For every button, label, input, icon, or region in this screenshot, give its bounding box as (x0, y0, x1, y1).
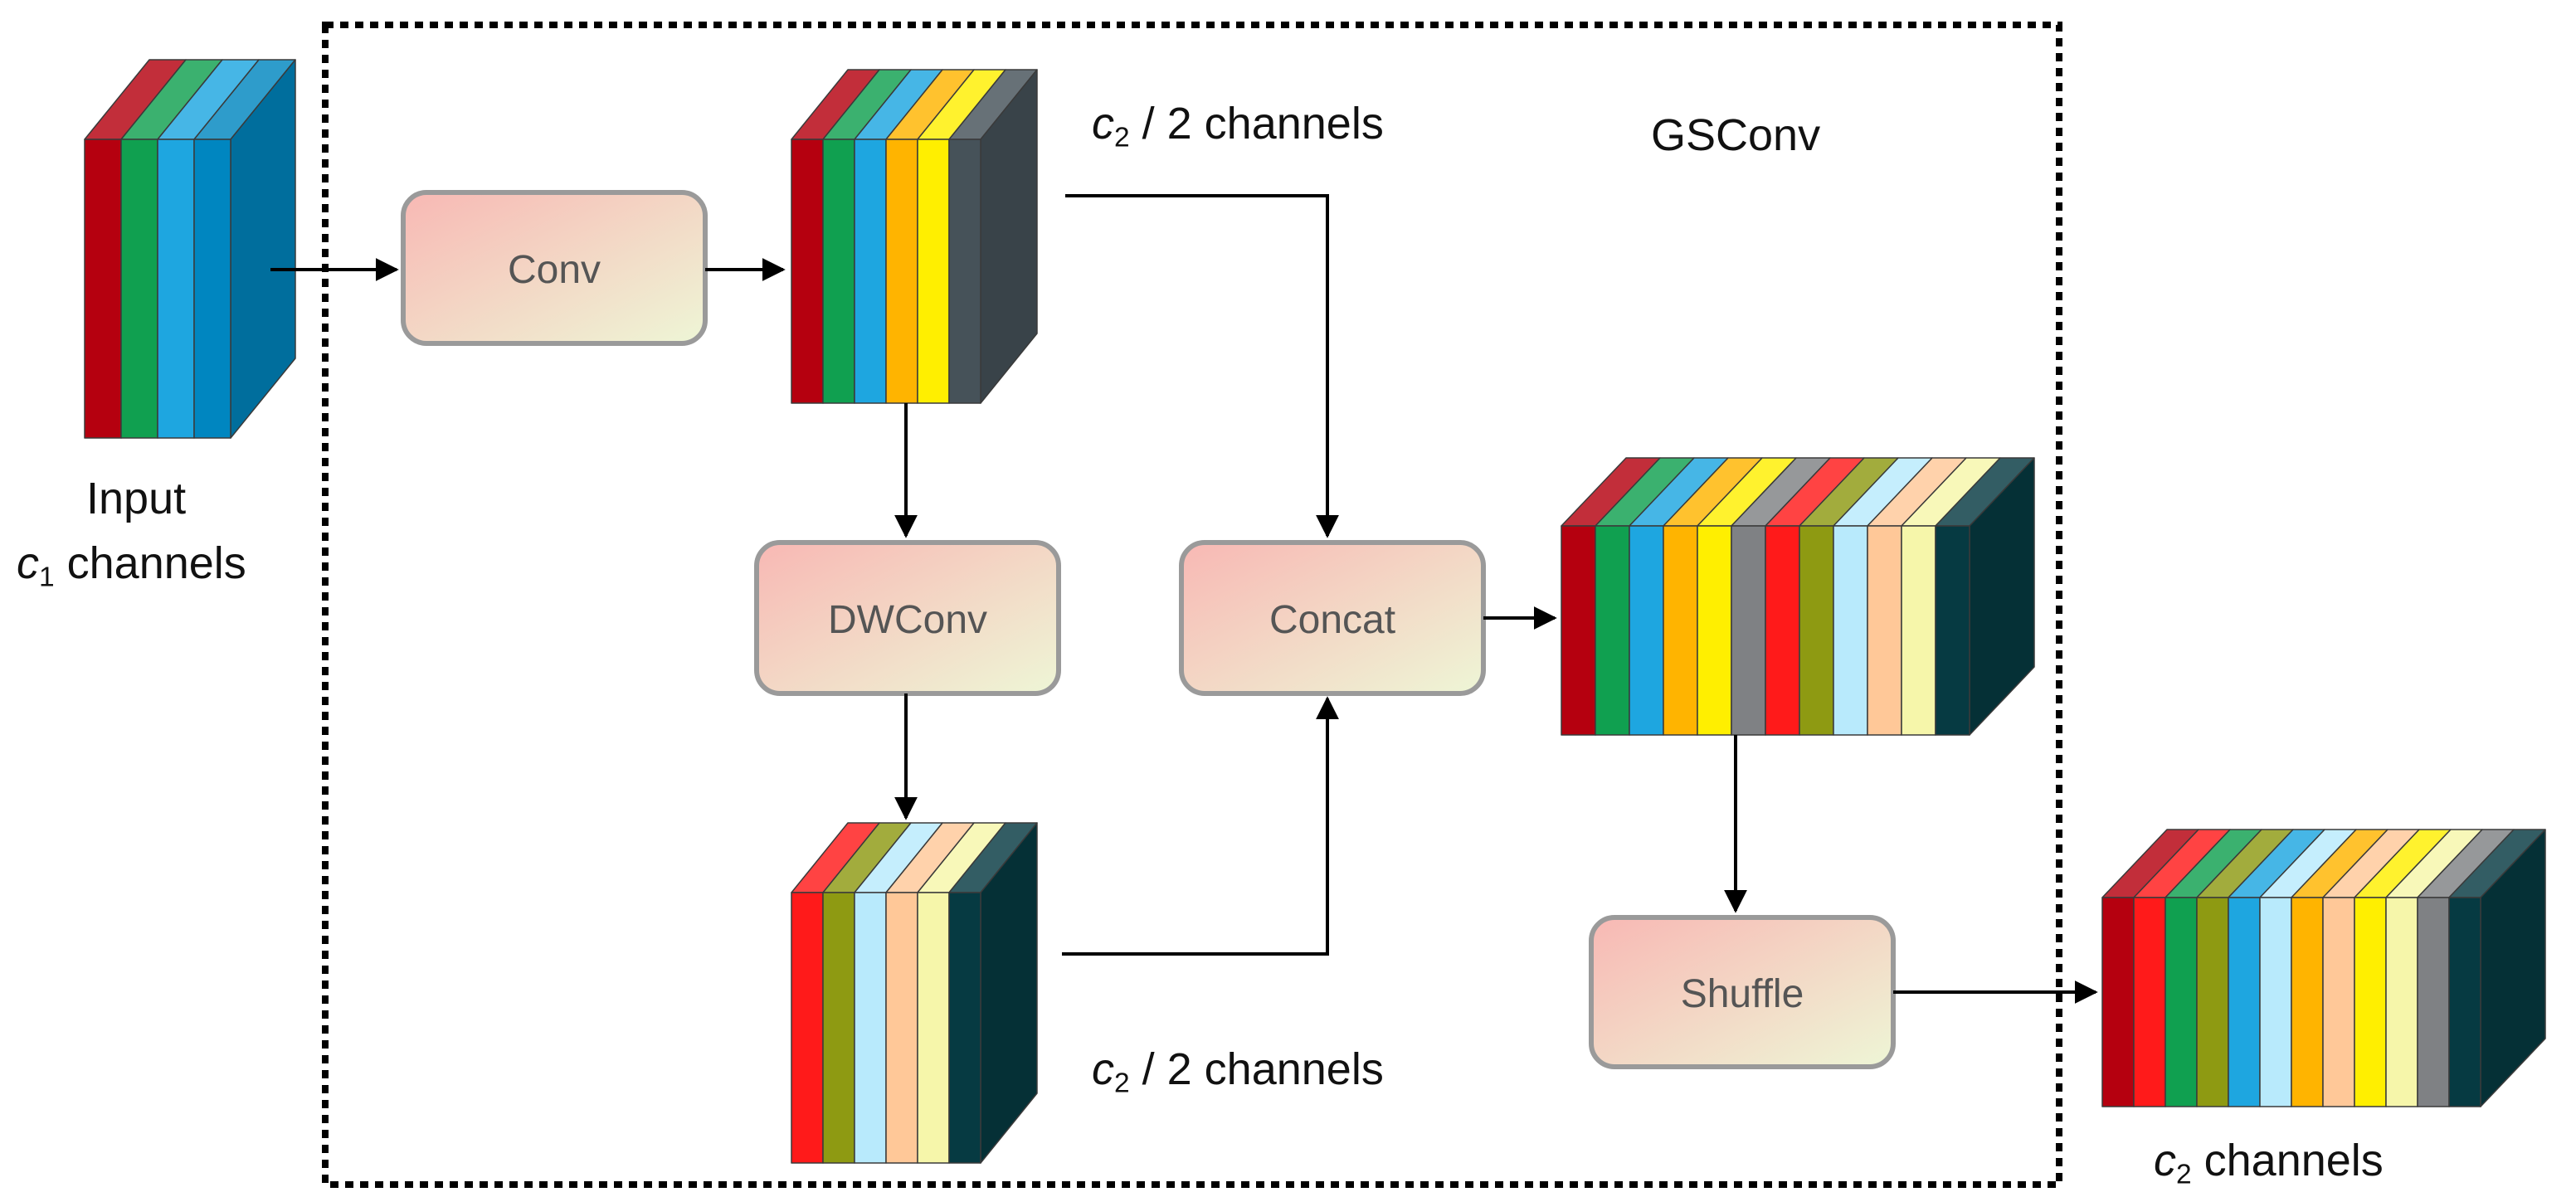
arrow-tensor-to-concat (1065, 194, 1339, 538)
tensor-slab-front (1867, 525, 1902, 736)
tensor-slab-front (791, 892, 824, 1164)
tensor-slab-front (1663, 525, 1698, 736)
tensor-slab-front (1697, 525, 1732, 736)
tensor-slab-front (2417, 897, 2450, 1107)
tensor-slab-front (885, 139, 918, 404)
input-label-line1: Input (86, 474, 187, 523)
conv-output-var: c (1092, 99, 1114, 148)
input-tensor (84, 59, 296, 439)
tensor-slab-front (1799, 525, 1834, 736)
tensor-slab-front (854, 892, 887, 1164)
conv-output-suffix: / 2 channels (1129, 99, 1384, 148)
input-channels-label: c1 channels (17, 541, 246, 591)
conv-output-channels-label: c2 / 2 channels (1092, 101, 1384, 152)
dwconv-label: DWConv (827, 598, 988, 642)
tensor-slab-front (791, 139, 824, 404)
tensor-slab-front (948, 892, 981, 1164)
output-suffix: channels (2191, 1136, 2384, 1185)
output-sub: 2 (2176, 1159, 2192, 1190)
tensor-slab-front (193, 139, 231, 439)
tensor-slab-front (1833, 525, 1868, 736)
tensor-slab-front (917, 892, 950, 1164)
shuffle-label: Shuffle (1680, 972, 1804, 1016)
tensor-slab-front (822, 892, 855, 1164)
tensor-slab-front (2259, 897, 2292, 1107)
tensor-slab-front (1561, 525, 1596, 736)
tensor-slab-front (917, 139, 950, 404)
tensor-slab-front (1595, 525, 1630, 736)
tensor-slab-front (2385, 897, 2418, 1107)
dwconv-output-var: c (1092, 1044, 1114, 1094)
output-channels-label: c2 channels (2154, 1138, 2384, 1189)
arrow-dwtensor-to-concat (1062, 696, 1339, 956)
tensor-slab-front (2322, 897, 2355, 1107)
tensor-slab-front (2291, 897, 2324, 1107)
tensor-slab-front (948, 139, 981, 404)
dwconv-output-tensor (791, 822, 1038, 1164)
conv-output-sub: 2 (1114, 122, 1130, 153)
tensor-slab-front (2448, 897, 2481, 1107)
output-tensor (2101, 829, 2546, 1107)
tensor-slab-front (2354, 897, 2387, 1107)
concat-label: Concat (1269, 598, 1396, 642)
conv-label: Conv (507, 248, 601, 292)
tensor-slab-front (1935, 525, 1970, 736)
tensor-slab-front (157, 139, 195, 439)
input-channels-sub: 1 (39, 562, 55, 593)
tensor-slab-front (2228, 897, 2261, 1107)
concat-output-tensor (1561, 457, 2035, 736)
tensor-slab-front (120, 139, 158, 439)
tensor-slab-front (2165, 897, 2198, 1107)
input-label: Input (86, 476, 186, 521)
input-channels-suffix: channels (54, 538, 246, 588)
tensor-slab-front (854, 139, 887, 404)
tensor-slab-front (1629, 525, 1664, 736)
tensor-slab-front (2133, 897, 2166, 1107)
tensor-slab-front (2196, 897, 2229, 1107)
tensor-slab-front (1765, 525, 1800, 736)
tensor-slab-front (84, 139, 122, 439)
dwconv-output-sub: 2 (1114, 1068, 1130, 1099)
gsconv-module-boundary (322, 22, 2062, 1188)
conv-output-tensor (791, 69, 1038, 404)
dwconv-output-suffix: / 2 channels (1129, 1044, 1384, 1094)
tensor-slab-front (885, 892, 918, 1164)
tensor-slab-front (1731, 525, 1766, 736)
tensor-slab-front (822, 139, 855, 404)
dwconv-output-channels-label: c2 / 2 channels (1092, 1047, 1384, 1097)
output-var: c (2154, 1136, 2176, 1185)
tensor-slab-front (2101, 897, 2135, 1107)
tensor-slab-front (1901, 525, 1936, 736)
module-title: GSConv (1651, 110, 1821, 160)
input-channels-var: c (17, 538, 39, 588)
